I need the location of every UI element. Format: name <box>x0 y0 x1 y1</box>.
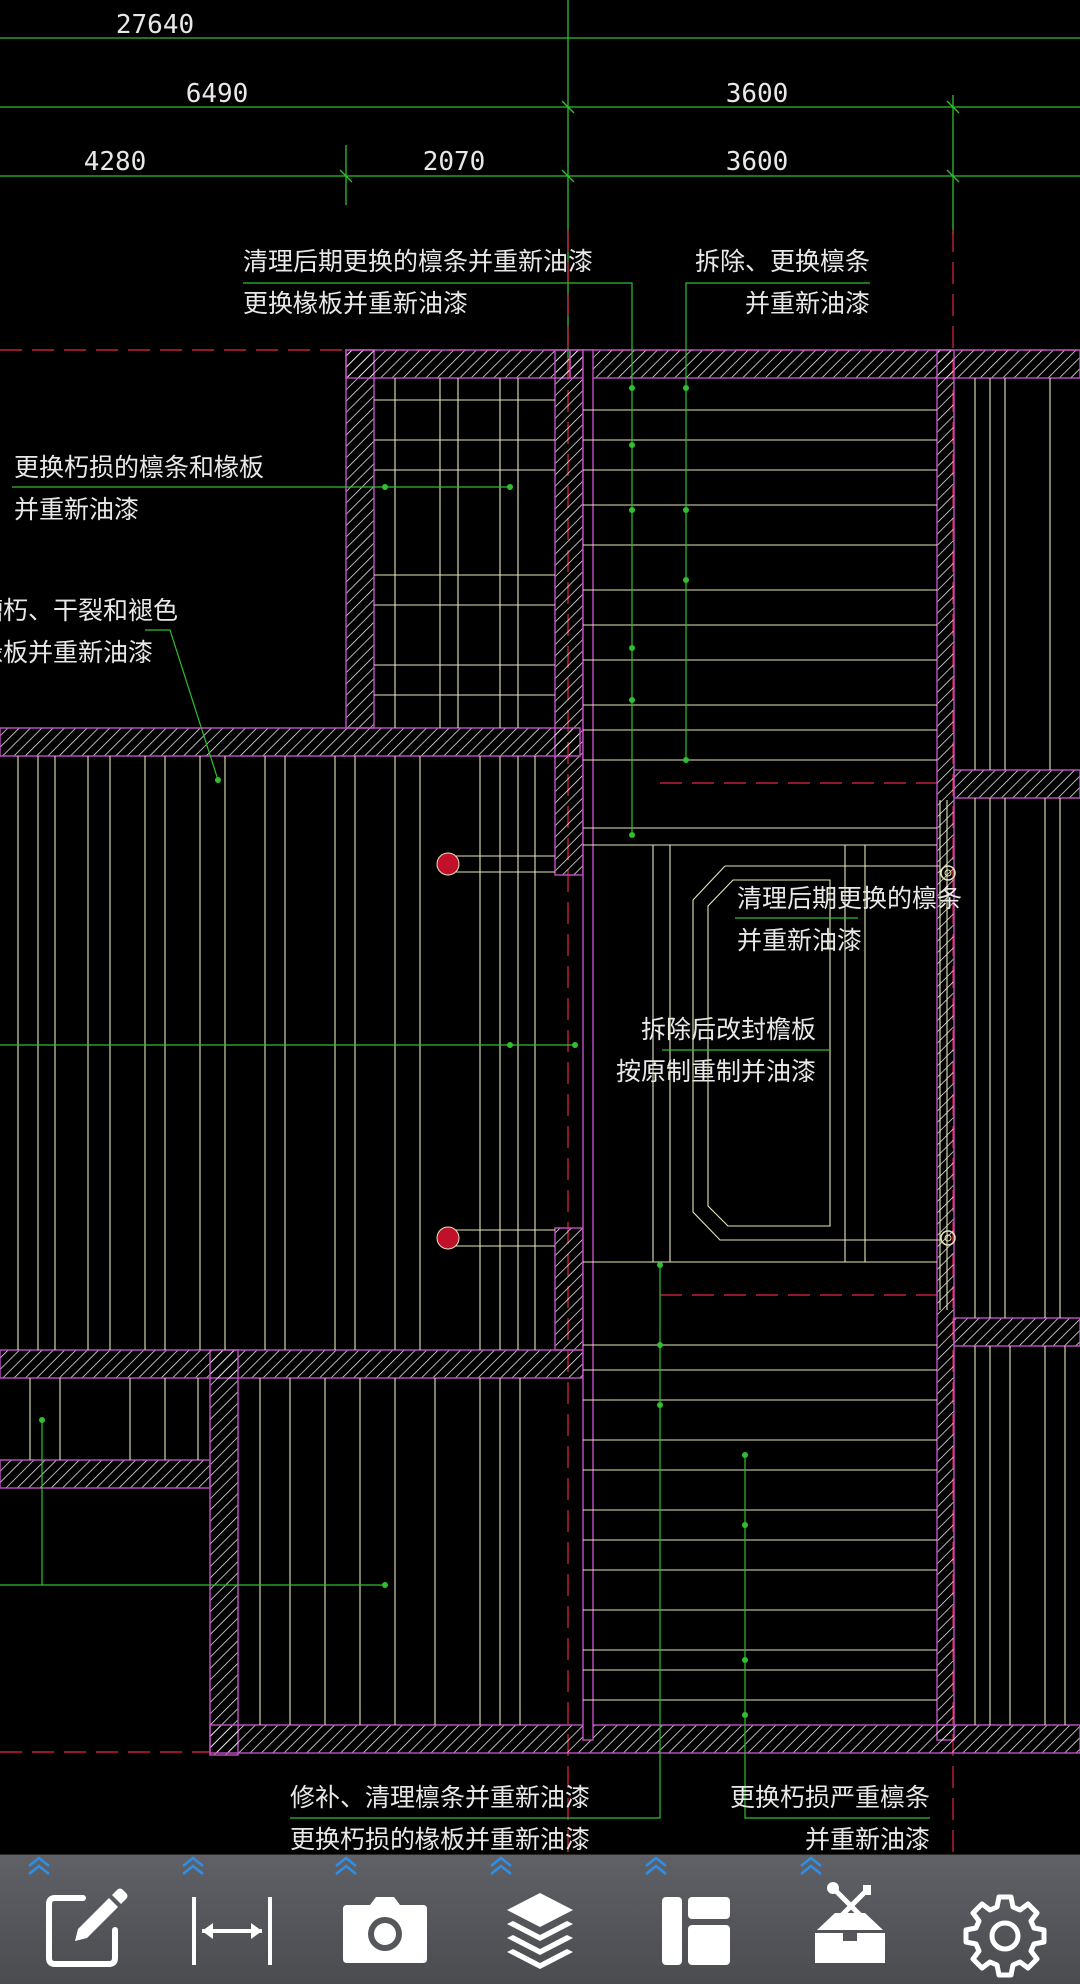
chevron-up-icon[interactable] <box>330 1855 362 1877</box>
layout-button[interactable] <box>640 1855 750 1984</box>
annotation-2-line1: 拆除、更换檩条 <box>695 247 870 276</box>
cad-drawing-canvas[interactable]: 27640 6490 3600 4280 2070 3600 清理后期更换的檩条… <box>0 0 1080 1854</box>
toolbox-button[interactable] <box>795 1855 905 1984</box>
edit-button[interactable] <box>23 1855 133 1984</box>
annotation-3-line2: 并重新油漆 <box>14 495 139 524</box>
dim-3600-a: 3600 <box>726 79 789 109</box>
annotation-2-line2: 并重新油漆 <box>745 289 870 318</box>
dim-6490: 6490 <box>186 79 249 109</box>
edit-icon <box>46 1888 128 1967</box>
camera-icon <box>343 1897 427 1963</box>
dimension-lines <box>0 0 1080 370</box>
chevron-up-icon[interactable] <box>177 1855 209 1877</box>
annotation-5-line1: 清理后期更换的檩条 <box>737 884 962 913</box>
annotation-5-line2: 并重新油漆 <box>737 926 862 955</box>
dim-3600-b: 3600 <box>726 147 789 177</box>
layers-button[interactable] <box>485 1855 595 1984</box>
chevron-up-icon[interactable] <box>485 1855 517 1877</box>
layers-icon <box>507 1893 573 1969</box>
column-markers <box>436 852 956 1250</box>
rafters <box>17 378 1066 1725</box>
hatched-walls <box>0 349 1080 1756</box>
annotation-4-line2: 椽板并重新油漆 <box>0 638 153 667</box>
chevron-up-icon[interactable] <box>795 1855 827 1877</box>
annotation-7-line1: 修补、清理檩条并重新油漆 <box>290 1783 590 1812</box>
measure-button[interactable] <box>177 1855 287 1984</box>
annotation-8-line2: 并重新油漆 <box>805 1825 930 1854</box>
annotation-3-line1: 更换朽损的檩条和椽板 <box>14 453 264 482</box>
dim-4280: 4280 <box>84 147 147 177</box>
annotation-6-line2: 按原制重制并油漆 <box>616 1057 816 1086</box>
chevron-up-icon[interactable] <box>640 1855 672 1877</box>
dim-total: 27640 <box>116 10 194 40</box>
settings-icon <box>963 1894 1047 1978</box>
annotation-8-line1: 更换朽损严重檩条 <box>730 1783 930 1812</box>
chevron-up-icon[interactable] <box>23 1855 55 1877</box>
settings-button[interactable] <box>950 1855 1060 1984</box>
dimension-texts: 27640 6490 3600 4280 2070 3600 <box>84 10 789 177</box>
bottom-toolbar <box>0 1854 1080 1984</box>
annotation-6-line1: 拆除后改封檐板 <box>641 1015 816 1044</box>
measure-icon <box>192 1897 272 1965</box>
annotation-1-line1: 清理后期更换的檩条并重新油漆 <box>243 247 593 276</box>
leader-dots <box>39 385 748 1718</box>
dim-2070: 2070 <box>423 147 486 177</box>
annotation-1-line2: 更换椽板并重新油漆 <box>243 289 468 318</box>
annotation-texts: 清理后期更换的檩条并重新油漆 更换椽板并重新油漆 拆除、更换檩条 并重新油漆 更… <box>0 247 962 1854</box>
camera-button[interactable] <box>330 1855 440 1984</box>
layout-icon <box>662 1897 730 1965</box>
annotation-4-line1: 糟朽、干裂和褪色 <box>0 596 178 625</box>
annotation-7-line2: 更换朽损的椽板并重新油漆 <box>290 1825 590 1854</box>
toolbox-icon <box>815 1882 885 1963</box>
